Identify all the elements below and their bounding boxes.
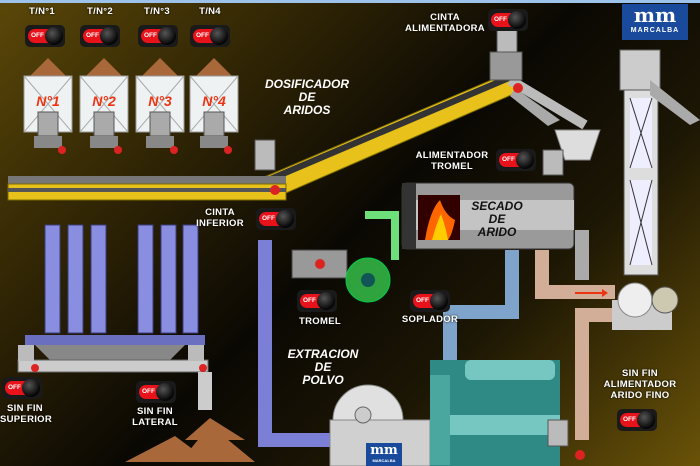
blower-air-pipe <box>443 250 519 362</box>
tromel-toggle[interactable]: OFF <box>297 290 337 312</box>
logo-mark: mm <box>370 443 398 458</box>
logo-text: MARCALBA <box>630 27 680 34</box>
sin-fin-superior-label: SIN FIN SUPERIOR <box>0 403 53 425</box>
toggle-knob[interactable] <box>317 292 335 310</box>
bag-filters <box>44 224 199 334</box>
sand-piles <box>125 418 255 462</box>
cinta-alimentadora-label: CINTA ALIMENTADORA <box>405 12 485 34</box>
tn4-toggle[interactable]: OFF <box>190 25 230 47</box>
alimentador-tromel-label: ALIMENTADOR TROMEL <box>415 150 489 172</box>
toggle-state: OFF <box>502 156 515 163</box>
secado-title: SECADO DE ARIDO <box>471 199 523 239</box>
toggle-state: OFF <box>623 416 636 423</box>
filter-cylinder <box>90 224 107 334</box>
marcalba-logo: mm MARCALBA <box>622 4 688 40</box>
lateral-screw-conveyor <box>198 372 212 410</box>
cinta-inferior-toggle[interactable]: OFF <box>256 208 296 230</box>
tn4-label: T/N4 <box>199 6 221 17</box>
sin-fin-superior-toggle[interactable]: OFF <box>2 377 42 399</box>
filter-base <box>25 335 205 345</box>
alimentador-tromel-toggle[interactable]: OFF <box>496 149 536 171</box>
toggle-knob[interactable] <box>100 27 118 45</box>
feed-conveyor-gearbox <box>489 51 523 81</box>
tn2-label: T/N°2 <box>87 6 113 17</box>
sin-fin-lateral-toggle[interactable]: OFF <box>136 381 176 403</box>
hopper-label: N°4 <box>202 93 226 109</box>
logo-mark: mm <box>633 3 677 27</box>
toggle-state: OFF <box>303 297 316 304</box>
hopper-label: N°3 <box>148 93 172 109</box>
marcalba-logo-small: mm MARCALBA <box>366 443 402 466</box>
soplador-label: SOPLADOR <box>401 314 459 325</box>
hopper-label: N°1 <box>36 93 60 109</box>
cinta-inferior-label: CINTA INFERIOR <box>196 207 244 229</box>
dosificador-title: DOSIFICADOR DE ARIDOS <box>265 77 349 117</box>
hopper-label: N°2 <box>92 93 116 109</box>
toggle-knob[interactable] <box>210 27 228 45</box>
sin-fin-lateral-label: SIN FIN LATERAL <box>132 406 178 428</box>
tromel-label: TROMEL <box>299 316 341 327</box>
toggle-state: OFF <box>196 32 209 39</box>
hopper-2: N°2 <box>79 58 129 154</box>
toggle-knob[interactable] <box>22 379 40 397</box>
toggle-state: OFF <box>262 215 275 222</box>
fines-cyclone <box>612 282 679 330</box>
fines-pipe-lower <box>575 308 620 440</box>
logo-text: MARCALBA <box>372 458 396 463</box>
dust-extraction-pipe <box>258 240 345 447</box>
filter-cylinder <box>182 224 199 334</box>
toggle-knob[interactable] <box>508 11 526 29</box>
tn3-label: T/N°3 <box>144 6 170 17</box>
tn1-toggle[interactable]: OFF <box>25 25 65 47</box>
filter-cylinder <box>44 224 61 334</box>
bucket-elevator <box>619 49 700 276</box>
sin-fin-arido-fino-label: SIN FIN ALIMENTADOR ARIDO FINO <box>603 368 677 401</box>
tn3-toggle[interactable]: OFF <box>138 25 178 47</box>
toggle-knob[interactable] <box>158 27 176 45</box>
window-top-border <box>0 0 700 3</box>
dryer-drum <box>401 182 589 280</box>
toggle-knob[interactable] <box>637 411 655 429</box>
toggle-state: OFF <box>8 384 21 391</box>
sin-fin-arido-fino-toggle[interactable]: OFF <box>617 409 657 431</box>
tn2-toggle[interactable]: OFF <box>80 25 120 47</box>
toggle-knob[interactable] <box>45 27 63 45</box>
toggle-state: OFF <box>142 388 155 395</box>
toggle-state: OFF <box>31 32 44 39</box>
dust-collector <box>430 360 585 466</box>
filter-cylinder <box>160 224 177 334</box>
toggle-knob[interactable] <box>156 383 174 401</box>
toggle-knob[interactable] <box>516 151 534 169</box>
toggle-state: OFF <box>494 16 507 23</box>
green-duct <box>365 211 399 260</box>
toggle-state: OFF <box>416 297 429 304</box>
toggle-state: OFF <box>86 32 99 39</box>
tn1-label: T/N°1 <box>29 6 55 17</box>
hopper-1: N°1 <box>23 58 73 154</box>
upper-screw-conveyor <box>17 359 209 373</box>
soplador-toggle[interactable]: OFF <box>410 290 450 312</box>
cinta-alimentadora-toggle[interactable]: OFF <box>488 9 528 31</box>
toggle-knob[interactable] <box>276 210 294 228</box>
filter-cylinder <box>67 224 84 334</box>
toggle-state: OFF <box>144 32 157 39</box>
hopper-4: N°4 <box>189 58 239 154</box>
toggle-knob[interactable] <box>430 292 448 310</box>
hopper-3: N°3 <box>135 58 185 154</box>
lower-conveyor <box>7 139 287 201</box>
feed-conveyor-indicator <box>513 83 523 93</box>
filter-cylinder <box>137 224 154 334</box>
extracion-title: EXTRACION DE POLVO <box>287 347 359 387</box>
tromel-feeder-motor <box>542 149 564 176</box>
